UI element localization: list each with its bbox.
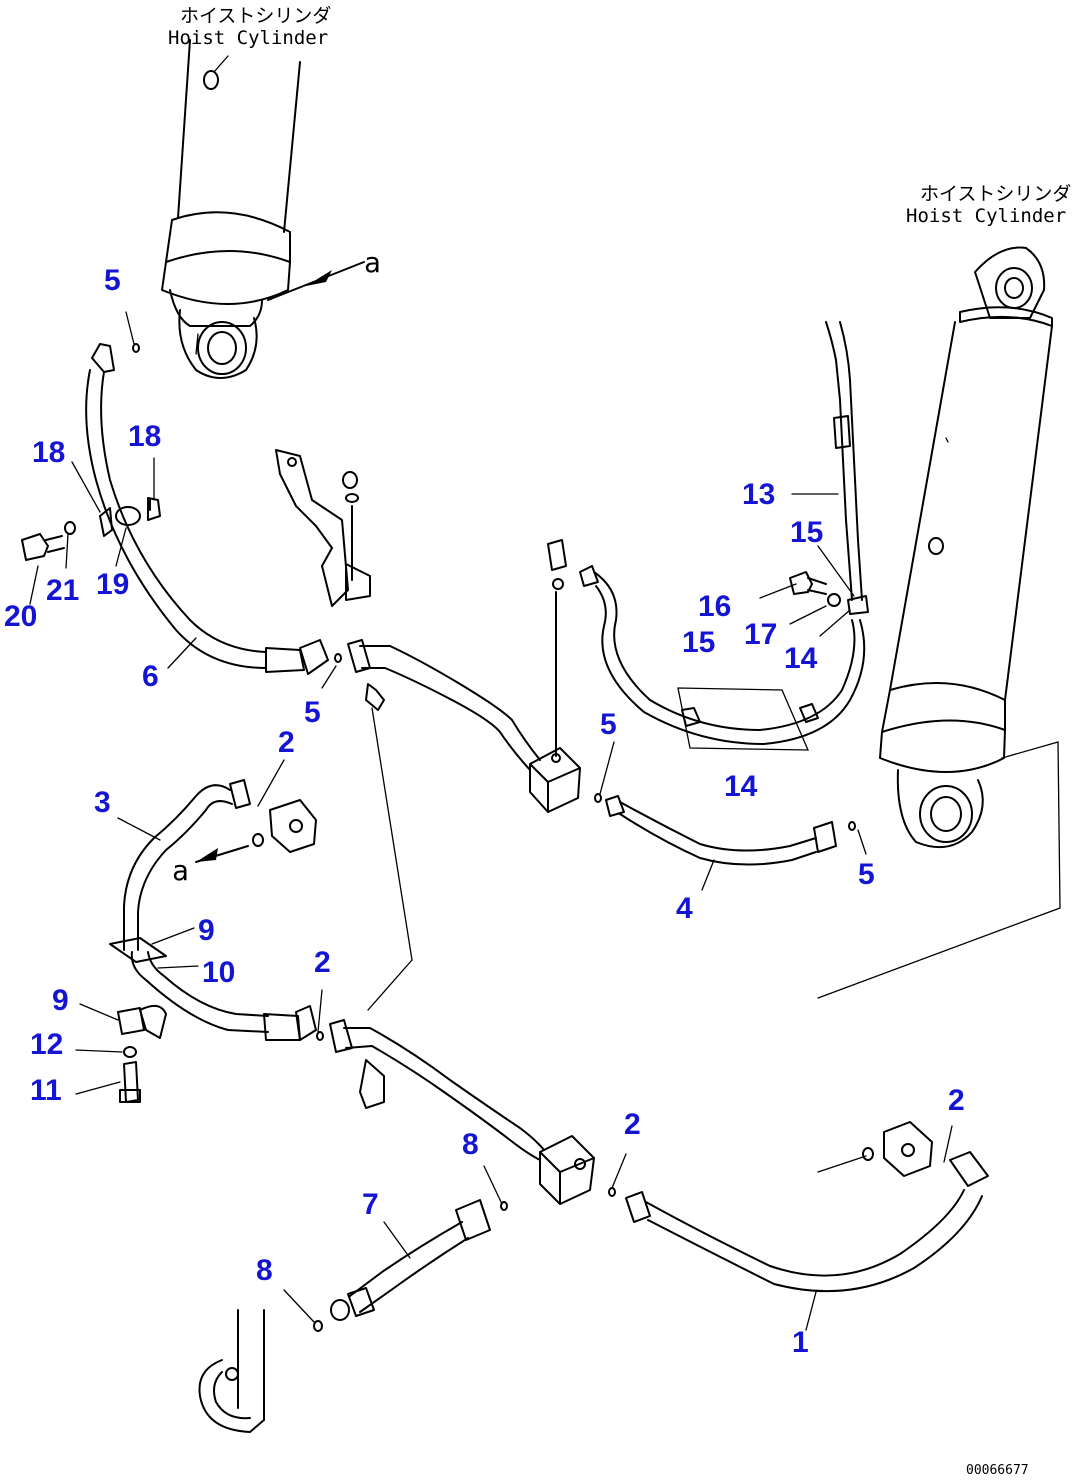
junction-block-upper — [529, 539, 581, 813]
callout-15: 15 — [682, 626, 715, 659]
bolt-11 — [119, 1061, 141, 1103]
callout-5: 5 — [104, 264, 121, 297]
flange-block-mid — [269, 799, 317, 853]
callout-15: 15 — [790, 516, 823, 549]
mounting-bracket — [275, 449, 371, 607]
right-cylinder-en-label: Hoist Cylinder — [906, 205, 1066, 227]
pipe-4 — [605, 795, 837, 866]
callout-5: 5 — [304, 696, 321, 729]
view-arrow-top — [267, 261, 365, 301]
callout-5: 5 — [600, 708, 617, 741]
oring-8-block — [500, 1201, 508, 1211]
oring-2-right — [862, 1147, 874, 1161]
callout-8: 8 — [256, 1254, 273, 1287]
callout-17: 17 — [744, 618, 777, 651]
oring-5-right — [848, 821, 856, 831]
oring-5-block — [594, 793, 602, 803]
callout-20: 20 — [4, 600, 37, 633]
callout-7: 7 — [362, 1188, 379, 1221]
pipe-7 — [330, 1199, 491, 1321]
callout-4: 4 — [676, 892, 693, 925]
flange-block-lower-right — [883, 1121, 933, 1177]
callout-8: 8 — [462, 1128, 479, 1161]
leader-lines — [29, 55, 953, 1331]
pipe-6 — [85, 343, 329, 675]
view-marker-top: a — [364, 246, 381, 279]
pipe-upper-to-block — [347, 639, 541, 1011]
lower-elbow-fitting — [198, 1309, 265, 1433]
callout-16: 16 — [698, 590, 731, 623]
washer-21 — [64, 521, 76, 535]
callout-18: 18 — [128, 420, 161, 453]
callout-9: 9 — [52, 984, 69, 1017]
hose-loop-15 — [579, 565, 869, 745]
right-cylinder-jp-label: ホイストシリンダ — [920, 183, 1071, 205]
clamp-9-lower — [117, 1004, 167, 1039]
callout-3: 3 — [94, 786, 111, 819]
line-13 — [825, 321, 863, 601]
callout-box-14-15 — [677, 687, 809, 751]
callout-14: 14 — [724, 770, 758, 803]
callout-11: 11 — [30, 1074, 62, 1107]
callout-2: 2 — [948, 1084, 965, 1117]
callout-18: 18 — [32, 436, 65, 469]
callout-5: 5 — [858, 858, 875, 891]
bolt-20 — [21, 533, 65, 561]
oring-2-mid — [252, 833, 264, 847]
callout-10: 10 — [202, 956, 235, 989]
pipe-lower-to-block — [329, 1019, 545, 1161]
washer-17 — [827, 593, 841, 607]
callout-numbers: 5 18 18 20 21 19 6 5 2 3 13 15 16 17 14 … — [4, 264, 965, 1359]
clamp-9-10 — [109, 937, 317, 1041]
oring-8-lower — [313, 1320, 323, 1332]
pipe-3 — [123, 779, 251, 951]
drawing-number: 00066677 — [966, 1463, 1029, 1478]
left-cylinder-en-label: Hoist Cylinder — [168, 27, 328, 49]
callout-13: 13 — [742, 478, 775, 511]
view-marker-mid: a — [172, 854, 189, 887]
callout-12: 12 — [30, 1028, 63, 1061]
oring-5-top — [132, 343, 140, 353]
callout-2: 2 — [624, 1108, 641, 1141]
callout-2: 2 — [278, 726, 295, 759]
callout-19: 19 — [96, 568, 129, 601]
oring-2-block — [608, 1187, 616, 1197]
callout-9: 9 — [198, 914, 215, 947]
view-arrow-mid — [195, 845, 249, 863]
callout-14: 14 — [784, 642, 818, 675]
callout-21: 21 — [46, 574, 79, 607]
oring-2-center — [316, 1031, 324, 1041]
left-hoist-cylinder — [161, 39, 301, 379]
callout-2: 2 — [314, 946, 331, 979]
bolt-16 — [789, 571, 827, 595]
pipe-1 — [625, 1151, 989, 1293]
callout-1: 1 — [792, 1326, 809, 1359]
right-hoist-cylinder — [817, 246, 1061, 999]
clamp-19 — [99, 497, 161, 537]
washer-12 — [123, 1046, 137, 1058]
oring-5-bracket — [334, 653, 342, 663]
callout-6: 6 — [142, 660, 159, 693]
left-cylinder-jp-label: ホイストシリンダ — [180, 5, 331, 27]
junction-block-lower — [539, 1135, 595, 1205]
